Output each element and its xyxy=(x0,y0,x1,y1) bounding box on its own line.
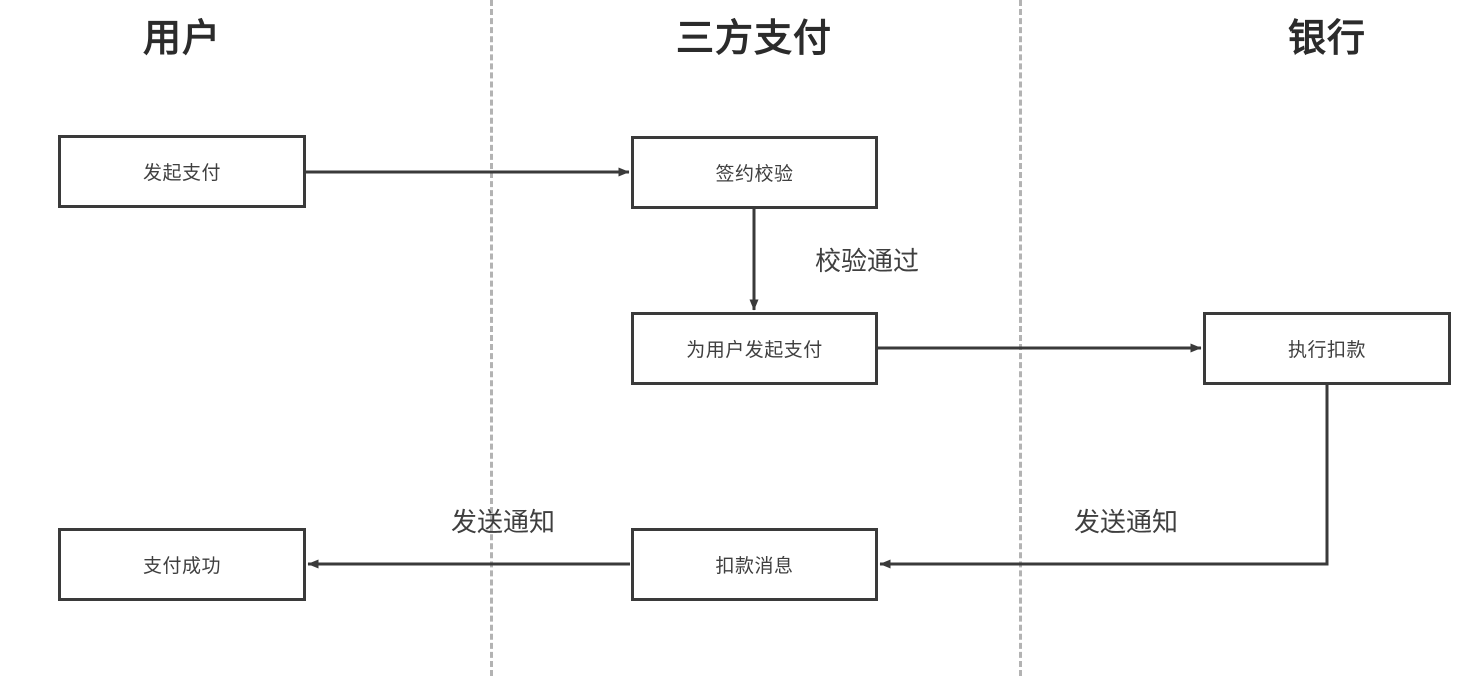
swimlane-divider-1 xyxy=(490,0,493,676)
lane-title-bank: 银行 xyxy=(1287,18,1366,60)
edge-label-send-notification-bank: 发送通知 xyxy=(1074,507,1179,537)
node-label: 签约校验 xyxy=(715,164,794,185)
node-initiate-payment[interactable]: 发起支付 xyxy=(58,135,306,208)
lane-title-user: 用户 xyxy=(142,18,221,60)
node-label: 扣款消息 xyxy=(715,556,794,577)
node-contract-verification[interactable]: 签约校验 xyxy=(631,136,878,209)
edge-label-verification-passed: 校验通过 xyxy=(815,246,920,276)
node-label: 发起支付 xyxy=(142,163,221,184)
swimlane-divider-2 xyxy=(1019,0,1022,676)
node-label: 为用户发起支付 xyxy=(686,340,823,361)
node-payment-success[interactable]: 支付成功 xyxy=(58,528,306,601)
edge-deduction-to-message xyxy=(879,385,1329,569)
node-label: 支付成功 xyxy=(142,556,221,577)
node-execute-deduction[interactable]: 执行扣款 xyxy=(1203,312,1451,385)
node-deduction-message[interactable]: 扣款消息 xyxy=(631,528,878,601)
lane-title-third-party-payment: 三方支付 xyxy=(675,18,832,60)
node-initiate-payment-for-user[interactable]: 为用户发起支付 xyxy=(631,312,878,385)
node-label: 执行扣款 xyxy=(1287,340,1366,361)
edge-label-send-notification-payment: 发送通知 xyxy=(451,507,556,537)
